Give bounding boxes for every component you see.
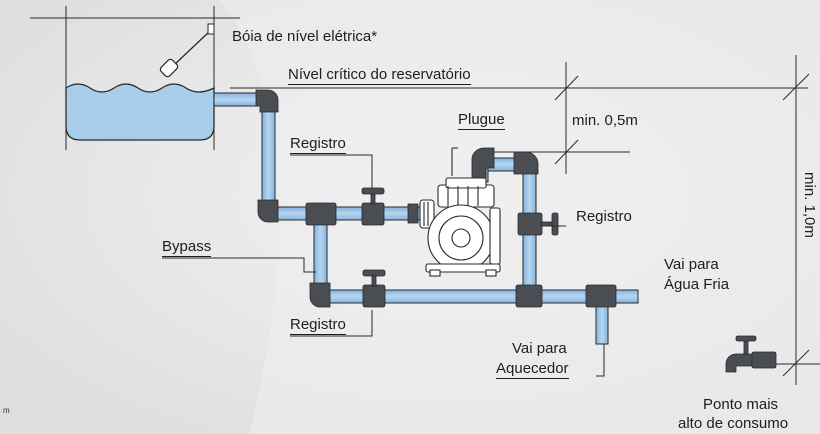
min-one-meter-label: min. 1,0m — [801, 172, 818, 238]
valve-top-label: Registro — [290, 135, 346, 154]
pipe-fittings — [255, 89, 617, 308]
water-pump-icon — [419, 147, 501, 277]
valve-icon — [362, 269, 386, 308]
reservoir — [30, 6, 240, 150]
float-switch-icon — [159, 23, 215, 78]
critical-level-label: Nível crítico do reservatório — [288, 66, 471, 85]
corner-mark: m — [3, 406, 10, 415]
cold-water-label-line1: Vai para — [664, 256, 719, 273]
valve-icon — [361, 187, 385, 226]
heater-label-line2: Aquecedor — [496, 360, 569, 379]
bypass-label: Bypass — [162, 238, 212, 257]
plug-label: Plugue — [458, 111, 505, 130]
dimension-min-half-meter — [480, 62, 630, 174]
faucet-icon — [725, 335, 777, 373]
valve-icon — [517, 212, 559, 236]
label-leader-lines — [162, 154, 605, 377]
float-switch-label: Bóia de nível elétrica* — [232, 28, 378, 45]
min-half-meter-label: min. 0,5m — [572, 112, 638, 129]
valve-bottom-label: Registro — [290, 316, 346, 335]
highest-point-label-line1: Ponto mais — [703, 396, 779, 413]
highest-point-label-line2: alto de consumo — [678, 415, 789, 432]
cold-water-label-line2: Água Fria — [664, 276, 730, 293]
valve-right-label: Registro — [576, 208, 632, 225]
heater-label-line1: Vai para — [512, 340, 567, 357]
